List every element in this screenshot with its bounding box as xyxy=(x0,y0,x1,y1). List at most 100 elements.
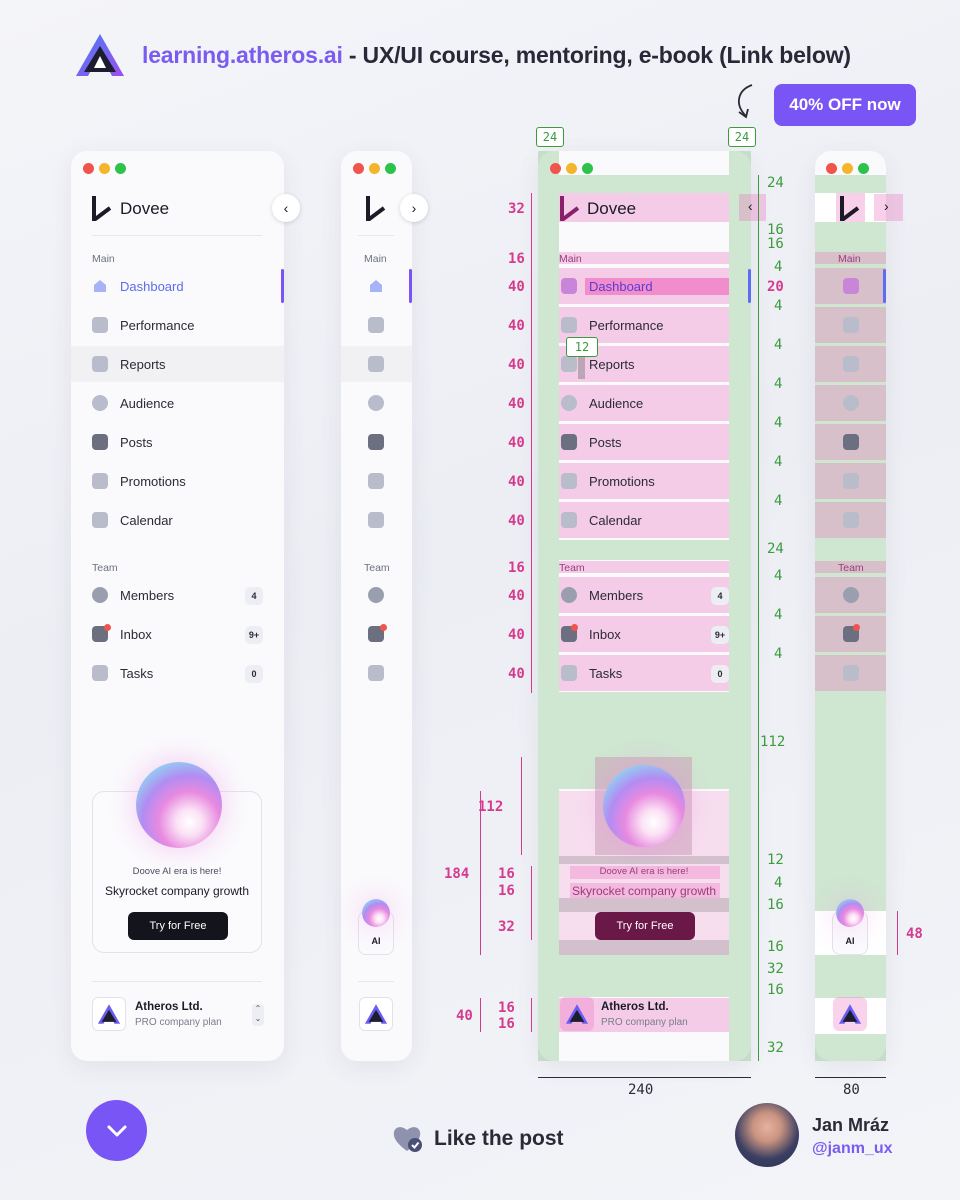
close-dot[interactable] xyxy=(83,163,94,174)
sidebar-item-reports[interactable]: Reports xyxy=(561,344,729,384)
close-dot[interactable] xyxy=(826,163,837,174)
window-controls xyxy=(826,163,869,174)
performance-icon xyxy=(92,317,108,333)
icon-gap-label: 12 xyxy=(566,337,598,357)
company-logo[interactable] xyxy=(359,997,393,1031)
row-highlight xyxy=(559,385,729,421)
sidebar-item-inbox[interactable]: Inbox xyxy=(561,614,729,654)
measure-value: 40 xyxy=(508,513,525,529)
company-switcher[interactable]: ⌃⌄ xyxy=(252,1004,264,1026)
measure-value: 16 xyxy=(767,222,784,238)
measure-value: 16 xyxy=(767,897,784,913)
sidebar-item-posts[interactable]: Posts xyxy=(561,422,729,462)
posts-icon[interactable] xyxy=(368,434,384,450)
sidebar-item-reports[interactable]: Reports xyxy=(92,344,262,384)
calendar-icon[interactable] xyxy=(843,512,859,528)
window-controls xyxy=(353,163,396,174)
company-name: Atheros Ltd. xyxy=(601,1001,669,1013)
divider xyxy=(358,235,394,236)
sidebar-item-tasks[interactable]: Tasks xyxy=(561,653,729,693)
minimize-dot[interactable] xyxy=(842,163,853,174)
company-plan: PRO company plan xyxy=(135,1017,222,1028)
dovee-logo-icon xyxy=(92,196,112,221)
width-dimension-line xyxy=(538,1077,751,1078)
section-label-team: Team xyxy=(838,562,864,574)
tasks-icon[interactable] xyxy=(368,665,384,681)
minimize-dot[interactable] xyxy=(566,163,577,174)
promotions-icon[interactable] xyxy=(843,473,859,489)
section-highlight xyxy=(559,252,729,264)
audience-icon[interactable] xyxy=(843,395,859,411)
measure-value: 12 xyxy=(767,852,784,868)
members-icon[interactable] xyxy=(368,587,384,603)
reports-icon xyxy=(92,356,108,372)
sidebar-item-members[interactable]: Members xyxy=(92,575,262,615)
reports-icon[interactable] xyxy=(843,356,859,372)
home-icon[interactable] xyxy=(843,278,859,294)
sidebar-item-dashboard[interactable]: Dashboard xyxy=(92,266,284,306)
reports-icon xyxy=(561,356,577,372)
heart-check-icon xyxy=(393,1127,422,1152)
sidebar-item-tasks[interactable]: Tasks xyxy=(92,653,262,693)
sidebar-item-audience[interactable]: Audience xyxy=(561,383,729,423)
curved-arrow-icon xyxy=(738,84,753,119)
minimize-dot[interactable] xyxy=(99,163,110,174)
audience-icon[interactable] xyxy=(368,395,384,411)
dimension-line xyxy=(897,911,898,955)
sidebar-item-members[interactable]: Members xyxy=(561,575,729,615)
section-label-main: Main xyxy=(364,253,387,265)
like-post[interactable]: Like the post xyxy=(392,1124,564,1154)
sidebar-item-audience[interactable]: Audience xyxy=(92,383,262,423)
active-indicator xyxy=(281,269,284,303)
tasks-icon[interactable] xyxy=(843,665,859,681)
maximize-dot[interactable] xyxy=(115,163,126,174)
members-icon[interactable] xyxy=(843,587,859,603)
dashboard-label-highlight xyxy=(585,278,729,295)
home-icon xyxy=(561,278,577,294)
measure-value: 32 xyxy=(508,201,525,217)
minimize-dot[interactable] xyxy=(369,163,380,174)
inbox-icon[interactable] xyxy=(368,626,384,642)
measure-value: 16 xyxy=(767,939,784,955)
sidebar-item-promotions[interactable]: Promotions xyxy=(561,461,729,501)
course-link[interactable]: learning.atheros.ai xyxy=(142,42,343,68)
tasks-icon xyxy=(92,665,108,681)
sidebar-item-label: Dashboard xyxy=(120,278,184,294)
sidebar-item-dashboard[interactable]: Dashboard xyxy=(561,266,729,306)
collapse-button[interactable]: ‹ xyxy=(272,194,300,222)
performance-icon[interactable] xyxy=(368,317,384,333)
try-for-free-button[interactable]: Try for Free xyxy=(595,912,695,940)
dovee-logo-icon xyxy=(560,196,580,221)
promotions-icon[interactable] xyxy=(368,473,384,489)
active-indicator xyxy=(409,269,412,303)
sidebar-item-performance[interactable]: Performance xyxy=(92,305,262,345)
dimension-line xyxy=(531,866,532,940)
gap xyxy=(559,856,729,864)
measure-value: 48 xyxy=(906,926,923,942)
close-dot[interactable] xyxy=(550,163,561,174)
measure-value: 40 xyxy=(456,1008,473,1024)
sidebar-item-calendar[interactable]: Calendar xyxy=(92,500,262,540)
sidebar-item-promotions[interactable]: Promotions xyxy=(92,461,262,501)
promo-button[interactable]: 40% OFF now xyxy=(774,84,916,126)
sidebar-item-calendar[interactable]: Calendar xyxy=(561,500,729,540)
sidebar-item-performance[interactable]: Performance xyxy=(561,305,729,345)
posts-icon[interactable] xyxy=(843,434,859,450)
company-logo[interactable] xyxy=(833,997,867,1031)
maximize-dot[interactable] xyxy=(858,163,869,174)
chevron-down-icon xyxy=(107,1125,126,1136)
author-handle[interactable]: @janm_ux xyxy=(812,1140,893,1157)
sidebar-item-posts[interactable]: Posts xyxy=(92,422,262,462)
maximize-dot[interactable] xyxy=(582,163,593,174)
scroll-down-button[interactable] xyxy=(86,1100,147,1161)
calendar-icon[interactable] xyxy=(368,512,384,528)
maximize-dot[interactable] xyxy=(385,163,396,174)
close-dot[interactable] xyxy=(353,163,364,174)
try-for-free-button[interactable]: Try for Free xyxy=(128,912,228,940)
home-icon[interactable] xyxy=(368,278,384,294)
measure-value: 16 xyxy=(498,1000,515,1016)
performance-icon[interactable] xyxy=(843,317,859,333)
expand-button[interactable]: › xyxy=(400,194,428,222)
reports-icon[interactable] xyxy=(368,356,384,372)
sidebar-item-inbox[interactable]: Inbox xyxy=(92,614,262,654)
